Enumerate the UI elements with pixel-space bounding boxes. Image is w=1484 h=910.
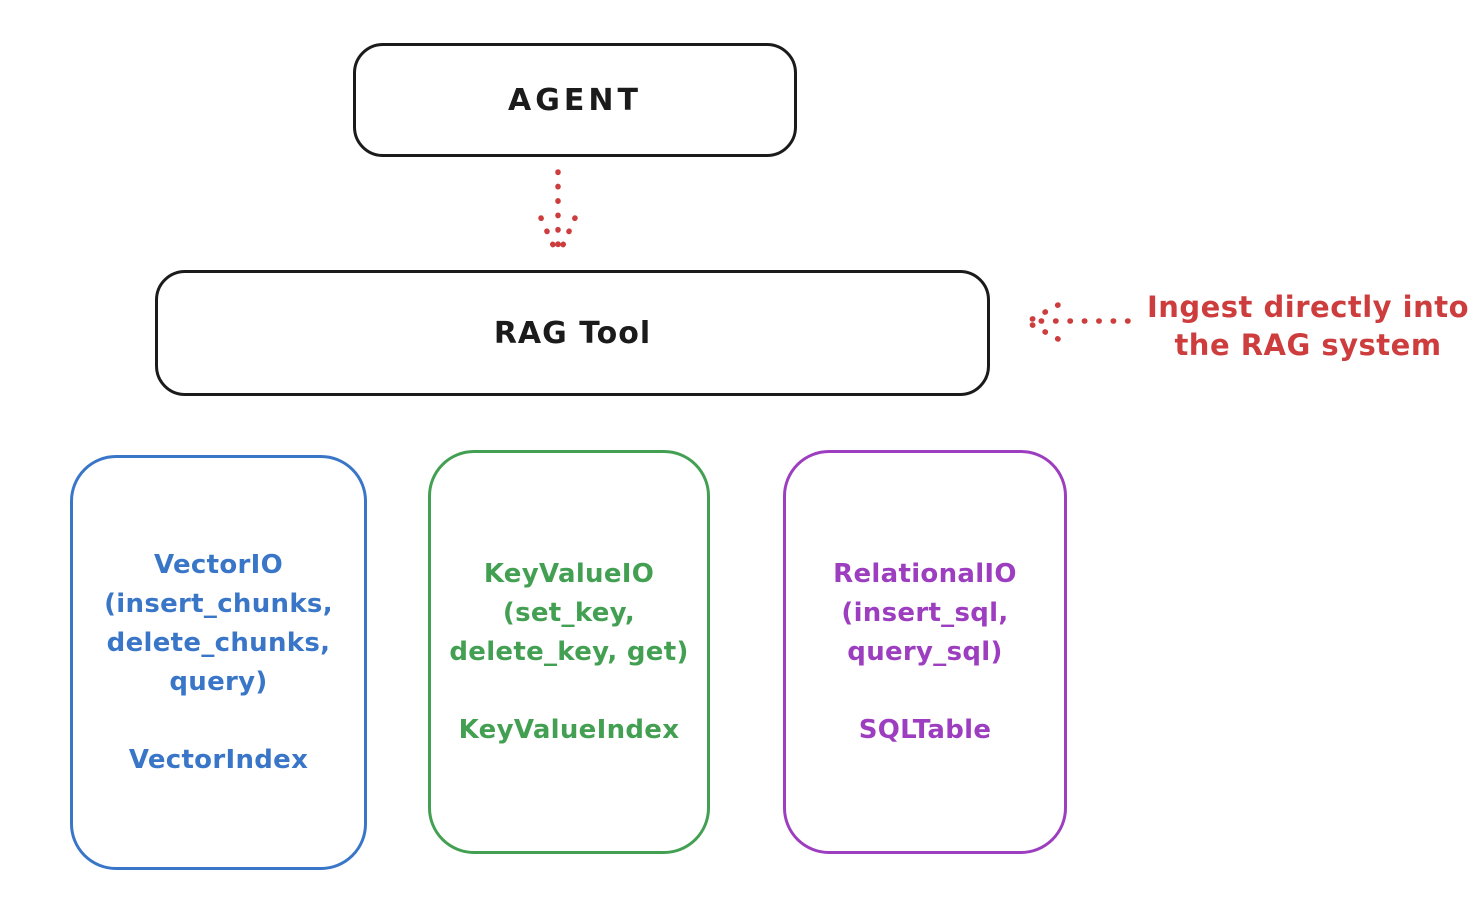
annotation-to-rag-arrow [1024,302,1131,342]
card-line: delete_key, get) [449,636,689,667]
agent-box: AGENT [353,43,797,157]
annotation-line-2: the RAG system [1174,328,1442,362]
rag-tool-box: RAG Tool [155,270,990,396]
card-line: (insert_chunks, [104,588,333,619]
spacer [833,672,1017,711]
spacer [104,702,333,741]
card-title: VectorIO [153,549,284,580]
card-title: KeyValueIO [483,558,655,589]
card-index-label: KeyValueIndex [458,714,680,745]
rag-tool-label: RAG Tool [493,315,652,351]
card-line: (insert_sql, [841,597,1009,628]
keyvalue-io-card: KeyValueIO (set_key, delete_key, get) Ke… [428,450,710,854]
card-line: (set_key, [502,597,636,628]
annotation-text: Ingest directly into the RAG system [1132,288,1484,364]
card-line: query_sql) [847,636,1003,667]
vector-io-card: VectorIO (insert_chunks, delete_chunks, … [70,455,367,870]
card-index-label: VectorIndex [128,744,309,775]
agent-label: AGENT [508,82,642,118]
card-title: RelationalIO [833,558,1017,589]
spacer [449,672,688,711]
card-line: delete_chunks, [106,627,331,658]
annotation-line-1: Ingest directly into [1146,290,1470,324]
relational-io-card: RelationalIO (insert_sql, query_sql) SQL… [783,450,1067,854]
card-index-label: SQLTable [858,714,992,745]
agent-to-rag-arrow [538,169,578,259]
card-line: query) [169,666,268,697]
